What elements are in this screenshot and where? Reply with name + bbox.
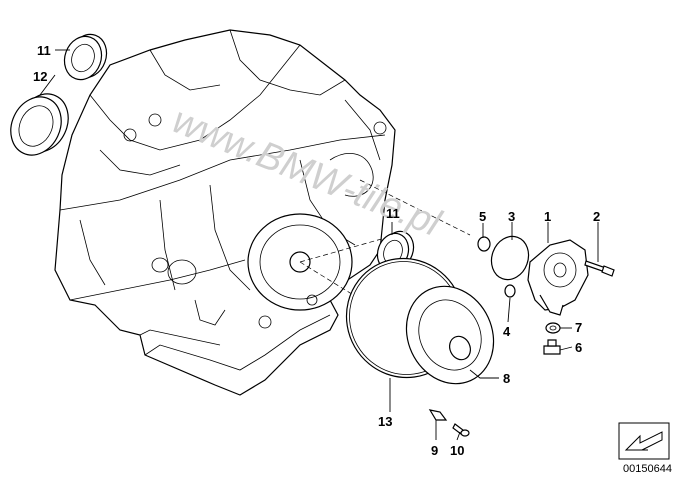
- plug-6: [543, 339, 561, 355]
- callout-11-middle: 11: [386, 206, 400, 221]
- callout-4: 4: [503, 324, 511, 339]
- transmission-housing: [54, 29, 396, 396]
- reference-code: 00150644: [623, 463, 672, 475]
- o-ring-3: [490, 235, 530, 281]
- callout-8: 8: [503, 371, 510, 386]
- callout-9: 9: [431, 443, 438, 458]
- bolt-2: [584, 260, 615, 277]
- callout-1: 1: [544, 209, 551, 224]
- callout-3: 3: [508, 209, 515, 224]
- bolt-10: [452, 423, 470, 437]
- cover-8: [405, 285, 495, 385]
- shaft-seal-11-top: [63, 33, 108, 81]
- callout-13: 13: [378, 414, 392, 429]
- callout-7: 7: [575, 320, 582, 335]
- bracket-9: [428, 409, 448, 421]
- washer-7: [545, 322, 561, 334]
- leader-lines: [39, 49, 599, 441]
- callout-5: 5: [479, 209, 486, 224]
- callout-2: 2: [593, 209, 600, 224]
- shaft-seal-12: [10, 93, 69, 156]
- callout-12: 12: [33, 69, 47, 84]
- arrow-box-icon: [618, 422, 670, 460]
- callout-6: 6: [575, 340, 582, 355]
- callout-11-top: 11: [37, 43, 51, 58]
- ring-4: [504, 284, 516, 298]
- ring-5: [477, 236, 491, 252]
- pump-housing-1: [527, 239, 589, 316]
- callout-10: 10: [450, 443, 464, 458]
